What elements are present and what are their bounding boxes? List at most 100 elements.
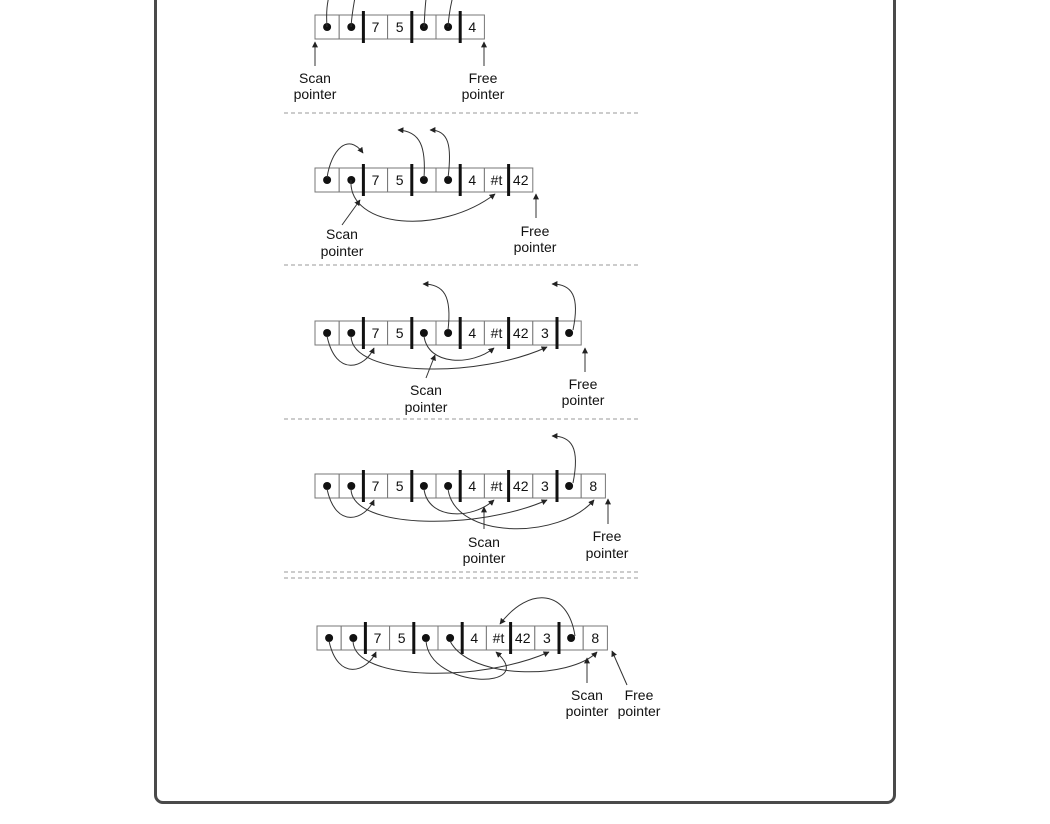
cell-value: 4 xyxy=(468,325,476,341)
cell-value: 42 xyxy=(513,325,529,341)
cell-value: #t xyxy=(491,172,503,188)
panel-2-free-label: Free pointer xyxy=(514,223,557,255)
free-label-line1: Free xyxy=(469,70,498,86)
panel-5-free-label: Free pointer xyxy=(618,687,661,719)
cell-value: #t xyxy=(493,630,505,646)
cell-value: 42 xyxy=(513,172,529,188)
memory-cell xyxy=(387,167,413,193)
cell-value: 3 xyxy=(543,630,551,646)
cell-value: 5 xyxy=(396,172,404,188)
svg-text:Scan: Scan xyxy=(468,534,500,550)
pointer-dot xyxy=(565,482,574,490)
memory-cell xyxy=(556,320,582,346)
memory-cell xyxy=(459,320,485,346)
svg-text:Free: Free xyxy=(569,376,598,392)
scan-label-line1: Scan xyxy=(299,70,331,86)
memory-cell xyxy=(362,473,389,499)
svg-text:pointer: pointer xyxy=(405,399,448,415)
panel-3-links xyxy=(326,281,588,379)
memory-cell xyxy=(508,473,534,499)
memory-cell xyxy=(483,473,510,499)
pointer-dot xyxy=(347,176,356,184)
pointer-dot xyxy=(419,23,428,31)
panel-5-scan-label: Scan pointer xyxy=(566,687,609,719)
panel-2-links xyxy=(326,127,539,226)
cell-value: 3 xyxy=(541,478,549,494)
cell-value: 42 xyxy=(515,630,531,646)
memory-cell xyxy=(508,320,534,346)
cell-value: 7 xyxy=(372,19,380,35)
panel-4-free-label: Free pointer xyxy=(586,528,629,561)
pointer-dot xyxy=(444,482,453,490)
pointer-dot xyxy=(419,176,428,184)
panel-1-links xyxy=(312,0,487,66)
panel-4-links xyxy=(326,433,611,530)
memory-cell xyxy=(389,625,415,651)
figure-frame xyxy=(154,0,896,804)
panel-4-scan-label: Scan pointer xyxy=(463,534,506,566)
pointer-dot xyxy=(419,482,428,490)
cell-value: 7 xyxy=(372,325,380,341)
cell-value: 4 xyxy=(470,630,478,646)
pointer-dot xyxy=(349,634,358,642)
cell-value: #t xyxy=(491,478,503,494)
cell-value: 5 xyxy=(398,630,406,646)
svg-text:pointer: pointer xyxy=(321,243,364,259)
cell-value: 8 xyxy=(591,630,599,646)
pointer-dot xyxy=(446,634,455,642)
svg-text:Scan: Scan xyxy=(571,687,603,703)
pointer-dot xyxy=(325,634,334,642)
panel-2-scan-label: Scan pointer xyxy=(321,226,364,259)
pointer-dot xyxy=(323,23,332,31)
cell-value: 3 xyxy=(541,325,549,341)
cell-value: 4 xyxy=(468,172,476,188)
memory-cell xyxy=(532,320,558,346)
svg-text:pointer: pointer xyxy=(562,392,605,408)
svg-text:Free: Free xyxy=(593,528,622,544)
panel-3-scan-label: Scan pointer xyxy=(405,382,448,415)
pointer-dot xyxy=(421,634,430,642)
cell-value: 5 xyxy=(396,325,404,341)
pointer-dot xyxy=(347,482,356,490)
pointer-dot xyxy=(419,329,428,337)
svg-text:pointer: pointer xyxy=(586,545,629,561)
cell-value: 4 xyxy=(468,19,476,35)
pointer-dot xyxy=(323,329,332,337)
svg-text:Scan: Scan xyxy=(410,382,442,398)
memory-cell xyxy=(483,320,510,346)
pointer-dot xyxy=(565,329,574,337)
cell-value: 7 xyxy=(372,172,380,188)
cell-value: 4 xyxy=(468,478,476,494)
cell-value: 42 xyxy=(513,478,529,494)
cell-value: 7 xyxy=(372,478,380,494)
free-label-line2: pointer xyxy=(462,86,505,102)
cell-value: 8 xyxy=(589,478,597,494)
svg-text:Scan: Scan xyxy=(326,226,358,242)
pointer-dot xyxy=(444,329,453,337)
cell-value: #t xyxy=(491,325,503,341)
pointer-dot xyxy=(323,176,332,184)
svg-text:pointer: pointer xyxy=(618,703,661,719)
memory-cell xyxy=(510,625,536,651)
cell-value: 5 xyxy=(396,19,404,35)
cell-value: 5 xyxy=(396,478,404,494)
memory-cell xyxy=(459,167,485,193)
panel-5-links xyxy=(328,597,628,686)
svg-text:pointer: pointer xyxy=(514,239,557,255)
pointer-dot xyxy=(347,329,356,337)
pointer-dot xyxy=(444,176,453,184)
panel-1-free-label: Free pointer xyxy=(462,70,505,102)
panel-1-scan-label: Scan pointer xyxy=(294,70,337,102)
pointer-dot xyxy=(323,482,332,490)
scan-label-line2: pointer xyxy=(294,86,337,102)
cell-value: 7 xyxy=(374,630,382,646)
svg-text:pointer: pointer xyxy=(463,550,506,566)
memory-cell xyxy=(387,320,413,346)
pointer-dot xyxy=(567,634,576,642)
